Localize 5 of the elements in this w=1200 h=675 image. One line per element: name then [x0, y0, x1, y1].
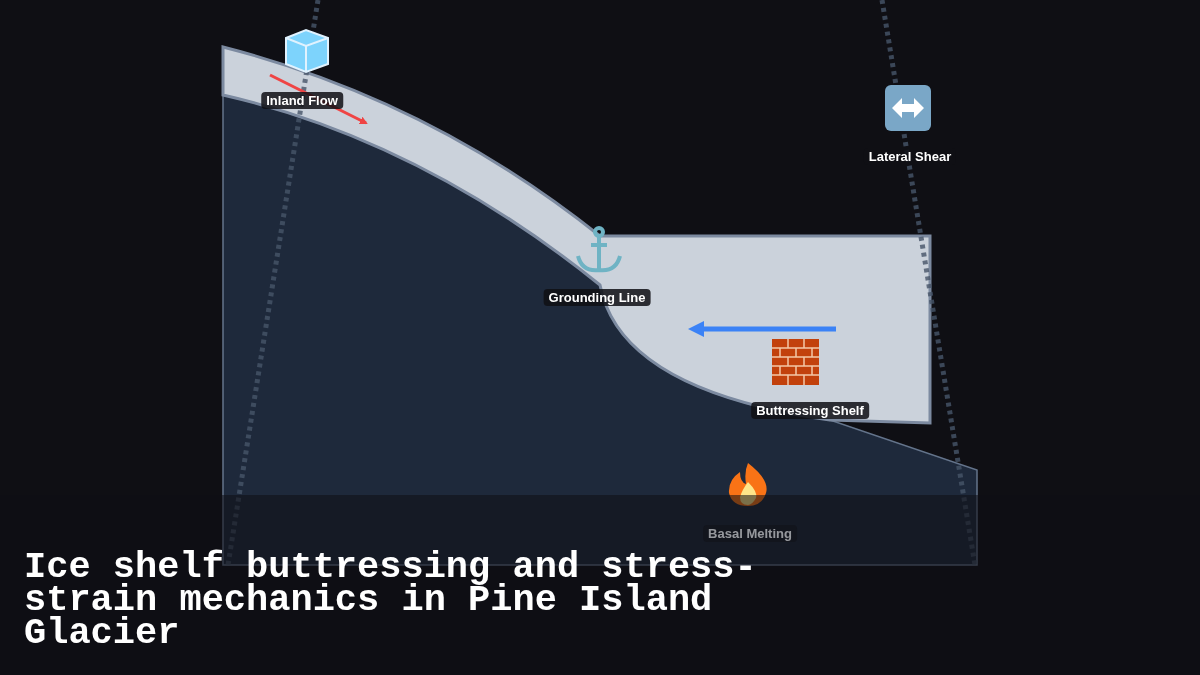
part-label: Grounding Line	[543, 289, 651, 306]
part-label: Buttressing Shelf	[751, 402, 869, 419]
part-label: Inland Flow	[261, 92, 343, 109]
part-label: Basal Melting	[703, 525, 797, 542]
diagram-title: Ice shelf buttressing and stress-strain mechanics in Pine Island Glacier	[24, 551, 758, 650]
